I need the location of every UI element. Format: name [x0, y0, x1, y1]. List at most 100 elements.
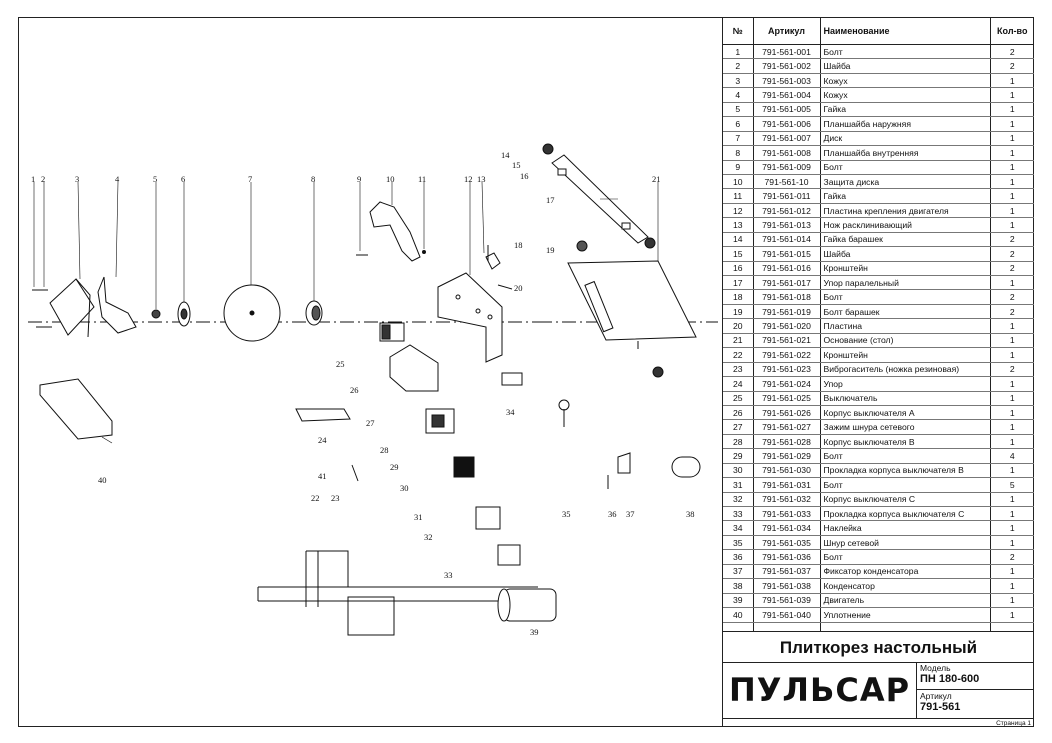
cell-num: 16: [723, 261, 754, 277]
callout-19: 19: [546, 245, 555, 255]
cell-qty: 1: [990, 318, 1034, 334]
cell-name: Гайка: [820, 188, 991, 204]
product-title: Плиткорез настольный: [723, 634, 1034, 663]
callout-2: 2: [41, 174, 45, 184]
nut-5: [151, 309, 161, 319]
callout-35: 35: [562, 509, 571, 519]
cell-num: 5: [723, 102, 754, 118]
cell-article: 791-561-023: [753, 362, 821, 378]
header-qty: Кол-во: [990, 17, 1034, 45]
cell-article: 791-561-032: [753, 492, 821, 508]
cell-article: 791-561-001: [753, 44, 821, 60]
cell-name: Выключатель: [820, 391, 991, 406]
callout-38: 38: [686, 509, 695, 519]
cell-name: Защита диска: [820, 174, 991, 190]
brand-logo: ПУЛЬСАР: [723, 662, 917, 718]
cell-name: Гайка барашек: [820, 232, 991, 248]
callout-6: 6: [181, 174, 185, 184]
cell-article: 791-561-008: [753, 145, 821, 161]
cell-name: Нож расклинивающий: [820, 217, 991, 233]
cell-article: 791-561-029: [753, 448, 821, 464]
cell-qty: 1: [990, 87, 1034, 103]
callout-24: 24: [318, 435, 327, 445]
cell-name: Основание (стол): [820, 333, 991, 349]
cell-num: 13: [723, 217, 754, 233]
cell-num: 3: [723, 73, 754, 89]
cell-num: 33: [723, 506, 754, 522]
header-article: Артикул: [753, 17, 821, 45]
cell-article: 791-561-009: [753, 160, 821, 175]
callout-26: 26: [350, 385, 359, 395]
cell-article: 791-561-033: [753, 506, 821, 522]
callout-32: 32: [424, 532, 433, 542]
cell-article: 791-561-031: [753, 477, 821, 493]
cell-name: Кронштейн: [820, 261, 991, 277]
motor-plate-12: [437, 272, 503, 363]
cell-qty: 1: [990, 102, 1034, 118]
parts-table-header: № Артикул Наименование Кол-во: [723, 17, 1034, 45]
cell-num: 4: [723, 87, 754, 103]
cell-num: 2: [723, 58, 754, 74]
cell-article: 791-561-005: [753, 102, 821, 118]
cell-qty: 1: [990, 347, 1034, 363]
callout-14: 14: [501, 150, 510, 160]
cell-num: 21: [723, 333, 754, 349]
cell-qty: 2: [990, 246, 1034, 262]
cell-name: Планшайба наружняя: [820, 116, 991, 132]
cell-article: 791-561-035: [753, 535, 821, 551]
cell-name: Конденсатор: [820, 578, 991, 594]
cell-name: Фиксатор конденсатора: [820, 564, 991, 580]
cell-qty: 1: [990, 203, 1034, 219]
cell-article: 791-561-028: [753, 434, 821, 450]
cell-qty: 1: [990, 535, 1034, 551]
callout-20: 20: [514, 283, 523, 293]
cell-qty: 2: [990, 261, 1034, 277]
cell-article: 791-561-012: [753, 203, 821, 219]
disc-guard-10: [369, 201, 421, 262]
cell-article: 791-561-006: [753, 116, 821, 132]
cell-qty: 1: [990, 116, 1034, 132]
sticker-34: [501, 372, 523, 386]
model-value: ПН 180-600: [920, 673, 980, 685]
cell-name: Корпус выключателя С: [820, 492, 991, 508]
callout-36: 36: [608, 509, 617, 519]
cell-num: 18: [723, 289, 754, 305]
cell-name: Прокладка корпуса выключателя С: [820, 506, 991, 522]
cell-article: 791-561-016: [753, 261, 821, 277]
cell-article: 791-561-019: [753, 304, 821, 320]
cell-num: 8: [723, 145, 754, 161]
cell-name: Зажим шнура сетевого: [820, 419, 991, 435]
cell-name: Виброгаситель (ножка резиновая): [820, 362, 991, 378]
callout-22: 22: [311, 493, 320, 503]
cell-num: 9: [723, 160, 754, 175]
cell-name: Уплотнение: [820, 607, 991, 623]
cell-qty: 1: [990, 275, 1034, 291]
cell-name: Кронштейн: [820, 347, 991, 363]
article-label: Артикул: [920, 691, 952, 701]
callout-40: 40: [98, 475, 107, 485]
cell-article: 791-561-004: [753, 87, 821, 103]
cell-qty: 1: [990, 333, 1034, 349]
callout-15: 15: [512, 160, 521, 170]
cell-name: Диск: [820, 131, 991, 147]
cell-article: 791-561-014: [753, 232, 821, 248]
callout-4: 4: [115, 174, 120, 184]
article-value: 791-561: [920, 701, 961, 713]
cell-qty: 1: [990, 593, 1034, 609]
callout-27: 27: [366, 418, 375, 428]
cell-num: 40: [723, 607, 754, 623]
housing-26: [389, 344, 439, 392]
cell-num: 35: [723, 535, 754, 551]
